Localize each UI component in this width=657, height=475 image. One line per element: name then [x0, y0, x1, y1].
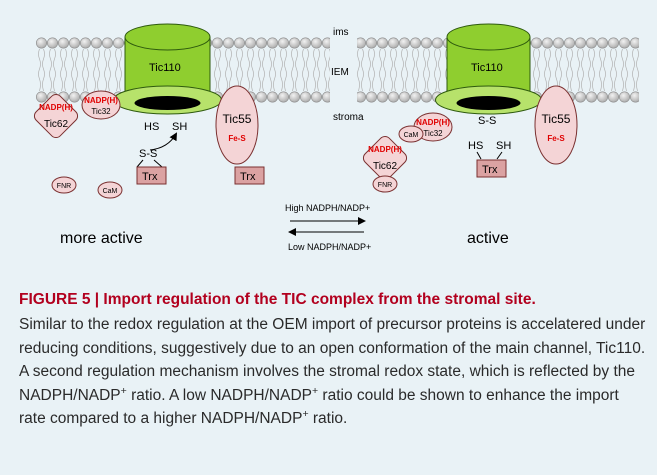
caption-sup-2: +: [311, 384, 319, 397]
cam-label-left: CaM: [103, 188, 118, 195]
caption-text-3: ratio could be shown to enhance the impo…: [19, 386, 619, 428]
trx-box-left-bottom: Trx: [234, 166, 265, 185]
fnr-right: FNR: [372, 175, 398, 193]
tic62-cofactor-right: NADP(H): [368, 145, 402, 154]
tic62-label-right: Tic62: [373, 161, 398, 172]
trx-box-right: Trx: [476, 159, 507, 178]
tic110-label-right: Tic110: [471, 62, 503, 74]
hs-label-right: HS: [468, 140, 483, 152]
tic32-cofactor-right: NADP(H): [416, 118, 450, 127]
tic32-label-left: Tic32: [91, 107, 111, 116]
figure-caption: FIGURE 5 | Import regulation of the TIC …: [19, 290, 649, 431]
state-label-left: more active: [60, 230, 143, 247]
tic62-cofactor-left: NADP(H): [39, 103, 73, 112]
trx-label-left-bottom: Trx: [240, 171, 256, 183]
trx-box-left-top: Trx: [136, 166, 167, 185]
trx-label-left-top: Trx: [142, 171, 158, 183]
fnr-label-right: FNR: [378, 182, 392, 189]
arrow-label-low: Low NADPH/NADP+: [288, 242, 371, 252]
state-label-right: active: [467, 230, 509, 247]
tic110-channel-right: Tic110: [435, 23, 542, 115]
trx-bond-right: [476, 151, 503, 160]
tic55-label-left: Tic55: [223, 112, 252, 126]
tic62-label-left: Tic62: [44, 119, 69, 130]
fnr-left: FNR: [51, 176, 77, 194]
caption-body: Similar to the redox regulation at the O…: [19, 313, 649, 431]
tic32-left: NADP(H) Tic32: [81, 90, 121, 120]
sh-label-right: SH: [496, 140, 511, 152]
fnr-label-left: FNR: [57, 183, 71, 190]
tic32-cofactor-left: NADP(H): [84, 96, 118, 105]
tic55-cofactor-left: Fe-S: [228, 134, 246, 143]
label-ims: ims: [333, 27, 349, 38]
caption-sup-1: +: [120, 384, 127, 397]
label-stroma: stroma: [333, 112, 364, 123]
tic62-left: NADP(H) Tic62: [33, 93, 79, 139]
cam-right: CaM: [398, 125, 424, 143]
tic55-right: Tic55 Fe-S: [534, 85, 578, 165]
cam-left: CaM: [97, 181, 123, 199]
reduction-arrow: [149, 132, 177, 151]
hs-label-left: HS: [144, 121, 159, 133]
caption-sup-3: +: [302, 407, 309, 420]
tic62-right: NADP(H) Tic62: [362, 135, 408, 181]
tic110-label-left: Tic110: [149, 62, 181, 74]
tic55-cofactor-right: Fe-S: [547, 134, 565, 143]
caption-text-2: ratio. A low NADPH/NADP: [126, 386, 312, 404]
trx-bond-left: [136, 159, 163, 168]
caption-text-4: ratio.: [308, 410, 348, 427]
tic110-channel-left: Tic110: [113, 23, 222, 115]
tic55-label-right: Tic55: [542, 112, 571, 126]
tic32-label-right: Tic32: [423, 129, 443, 138]
ss-label-right: S-S: [478, 115, 496, 127]
trx-label-right: Trx: [482, 164, 498, 176]
label-iem: IEM: [331, 67, 349, 78]
sh-label-left: SH: [172, 121, 187, 133]
ss-label-left: S-S: [139, 148, 157, 160]
cam-label-right: CaM: [404, 132, 419, 139]
arrow-label-high: High NADPH/NADP+: [285, 203, 370, 213]
tic55-left: Tic55 Fe-S: [215, 85, 259, 165]
caption-title: FIGURE 5 | Import regulation of the TIC …: [19, 291, 536, 308]
tic-regulation-diagram: ims IEM stroma Tic110 HS SH S-S Trx Trx …: [33, 23, 639, 252]
caption-text-1: Similar to the redox regulation at the O…: [19, 316, 646, 404]
